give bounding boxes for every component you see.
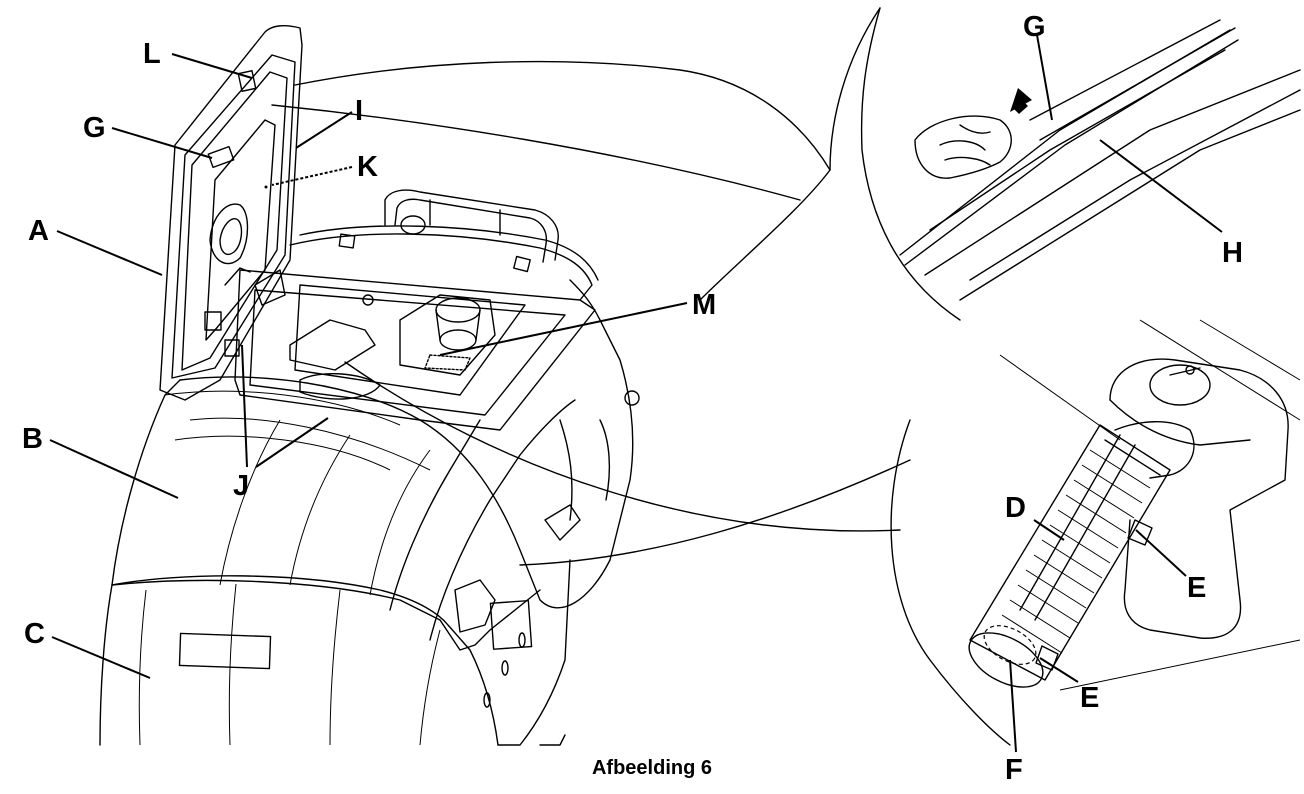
leader-lines xyxy=(49,34,1223,753)
detail-filter-view xyxy=(890,319,1301,746)
label-E-upper: E xyxy=(1187,572,1206,604)
label-G: G xyxy=(83,112,106,144)
label-K: K xyxy=(357,151,378,183)
label-A: A xyxy=(28,215,49,247)
label-I: I xyxy=(355,95,363,127)
detail-seal-view xyxy=(860,7,1301,321)
figure-caption: Afbeelding 6 xyxy=(591,757,712,779)
label-C: C xyxy=(24,618,45,650)
label-F: F xyxy=(1005,754,1023,786)
label-L: L xyxy=(143,38,161,70)
machine-body xyxy=(99,189,640,746)
detail-connectors xyxy=(271,7,911,566)
label-E-lower: E xyxy=(1080,682,1099,714)
open-lid xyxy=(159,24,303,401)
label-G-detail: G xyxy=(1023,11,1046,43)
label-B: B xyxy=(22,423,43,455)
label-H: H xyxy=(1222,237,1243,269)
label-D: D xyxy=(1005,492,1026,524)
label-J: J xyxy=(233,470,249,502)
label-M: M xyxy=(692,289,716,321)
